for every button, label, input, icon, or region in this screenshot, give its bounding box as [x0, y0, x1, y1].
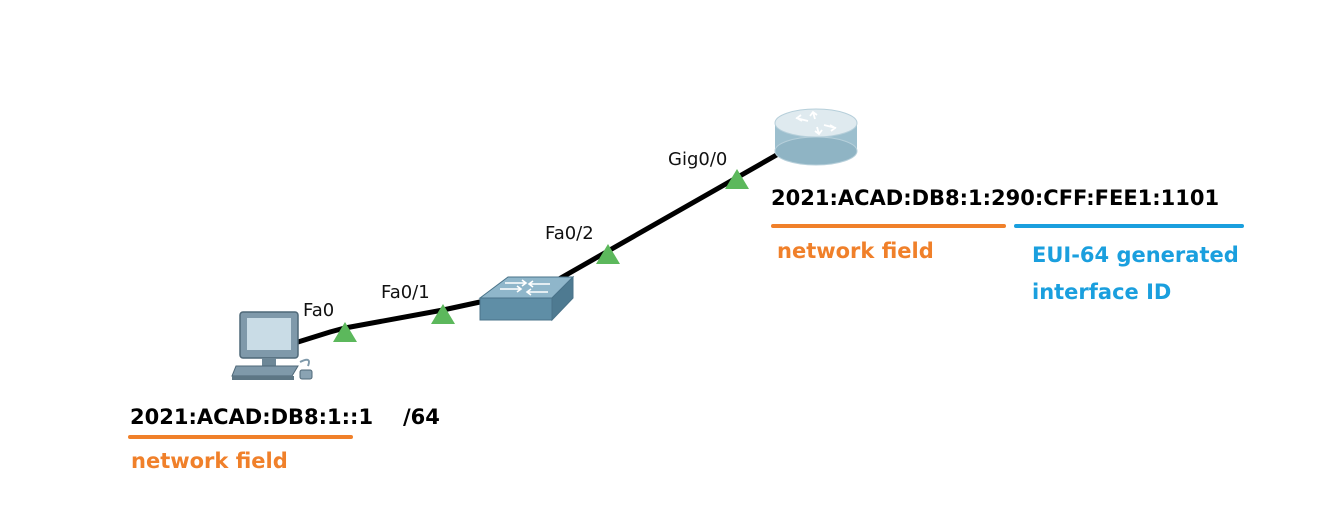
port-status-indicators — [333, 169, 749, 342]
port-label-switch-fa0-2: Fa0/2 — [545, 223, 594, 244]
eui64-label-line2: interface ID — [1032, 280, 1172, 304]
port-label-switch-fa0-1: Fa0/1 — [381, 282, 430, 303]
pc-icon[interactable] — [231, 311, 313, 380]
port-up-indicator-gig0-0 — [725, 169, 749, 189]
pc-network-field-label: network field — [131, 449, 288, 473]
pc-ipv6-address: 2021:ACAD:DB8:1::1 — [130, 405, 374, 429]
pc-prefix-length: /64 — [403, 405, 440, 429]
router-network-field-underline — [771, 224, 1006, 228]
pc-network-field-underline — [128, 435, 353, 439]
link-switch-router — [549, 150, 783, 286]
port-up-indicator-fa0-1 — [431, 304, 455, 324]
router-network-field-label: network field — [777, 239, 934, 263]
router-interface-id-underline — [1014, 224, 1244, 228]
port-up-indicator-pc — [333, 322, 357, 342]
port-up-indicator-fa0-2 — [596, 244, 620, 264]
eui64-label-line1: EUI-64 generated — [1032, 243, 1239, 267]
switch-icon[interactable] — [478, 275, 575, 322]
router-icon[interactable] — [774, 108, 858, 166]
port-label-pc-fa0: Fa0 — [303, 300, 335, 321]
router-ipv6-address: 2021:ACAD:DB8:1:290:CFF:FEE1:1101 — [771, 186, 1220, 210]
port-label-router-gig0-0: Gig0/0 — [668, 149, 728, 170]
